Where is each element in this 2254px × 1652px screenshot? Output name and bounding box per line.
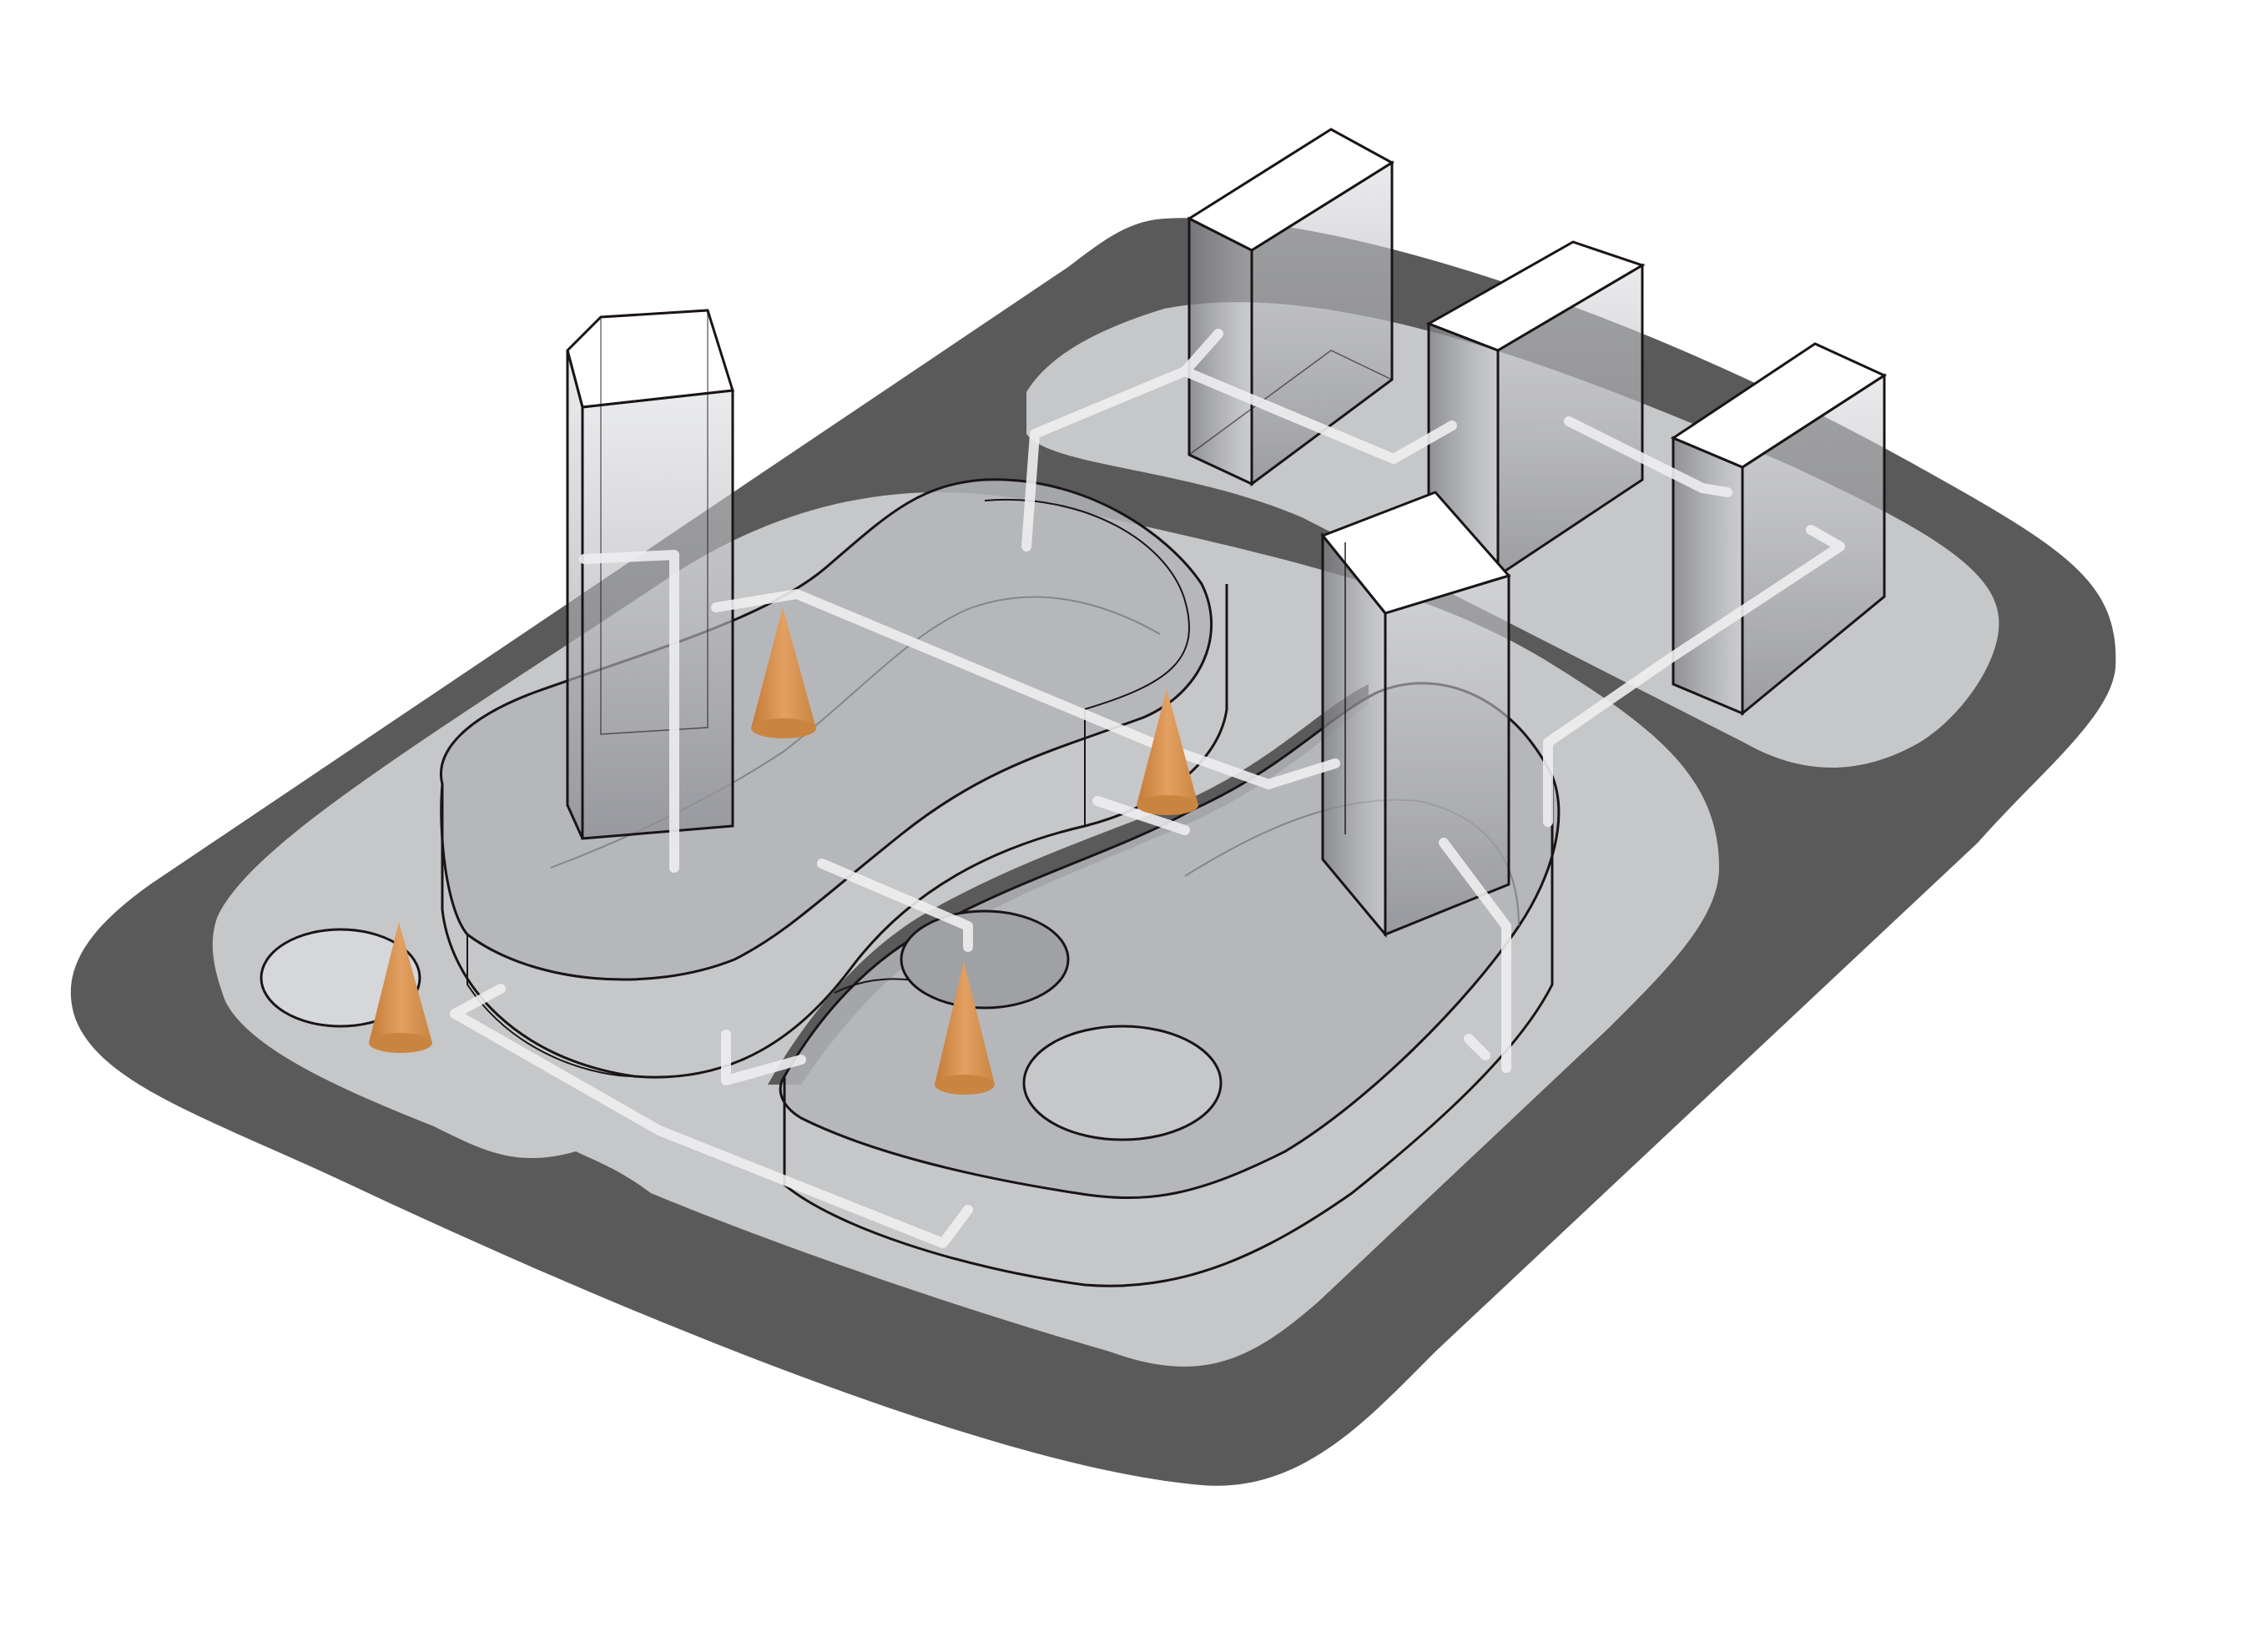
slab-tower-1 xyxy=(1186,128,1394,486)
center-plaza-ellipse xyxy=(900,909,1070,1010)
corner-tower xyxy=(1320,491,1511,939)
circulation-paths xyxy=(450,329,1845,1248)
south-plaza-ellipse xyxy=(1022,1025,1223,1141)
cone-1 xyxy=(751,607,816,738)
cones xyxy=(369,607,1198,1095)
pentagon-tower xyxy=(566,309,734,840)
cone-2 xyxy=(1137,689,1198,815)
cone-3 xyxy=(369,922,432,1053)
cone-4 xyxy=(935,961,995,1095)
